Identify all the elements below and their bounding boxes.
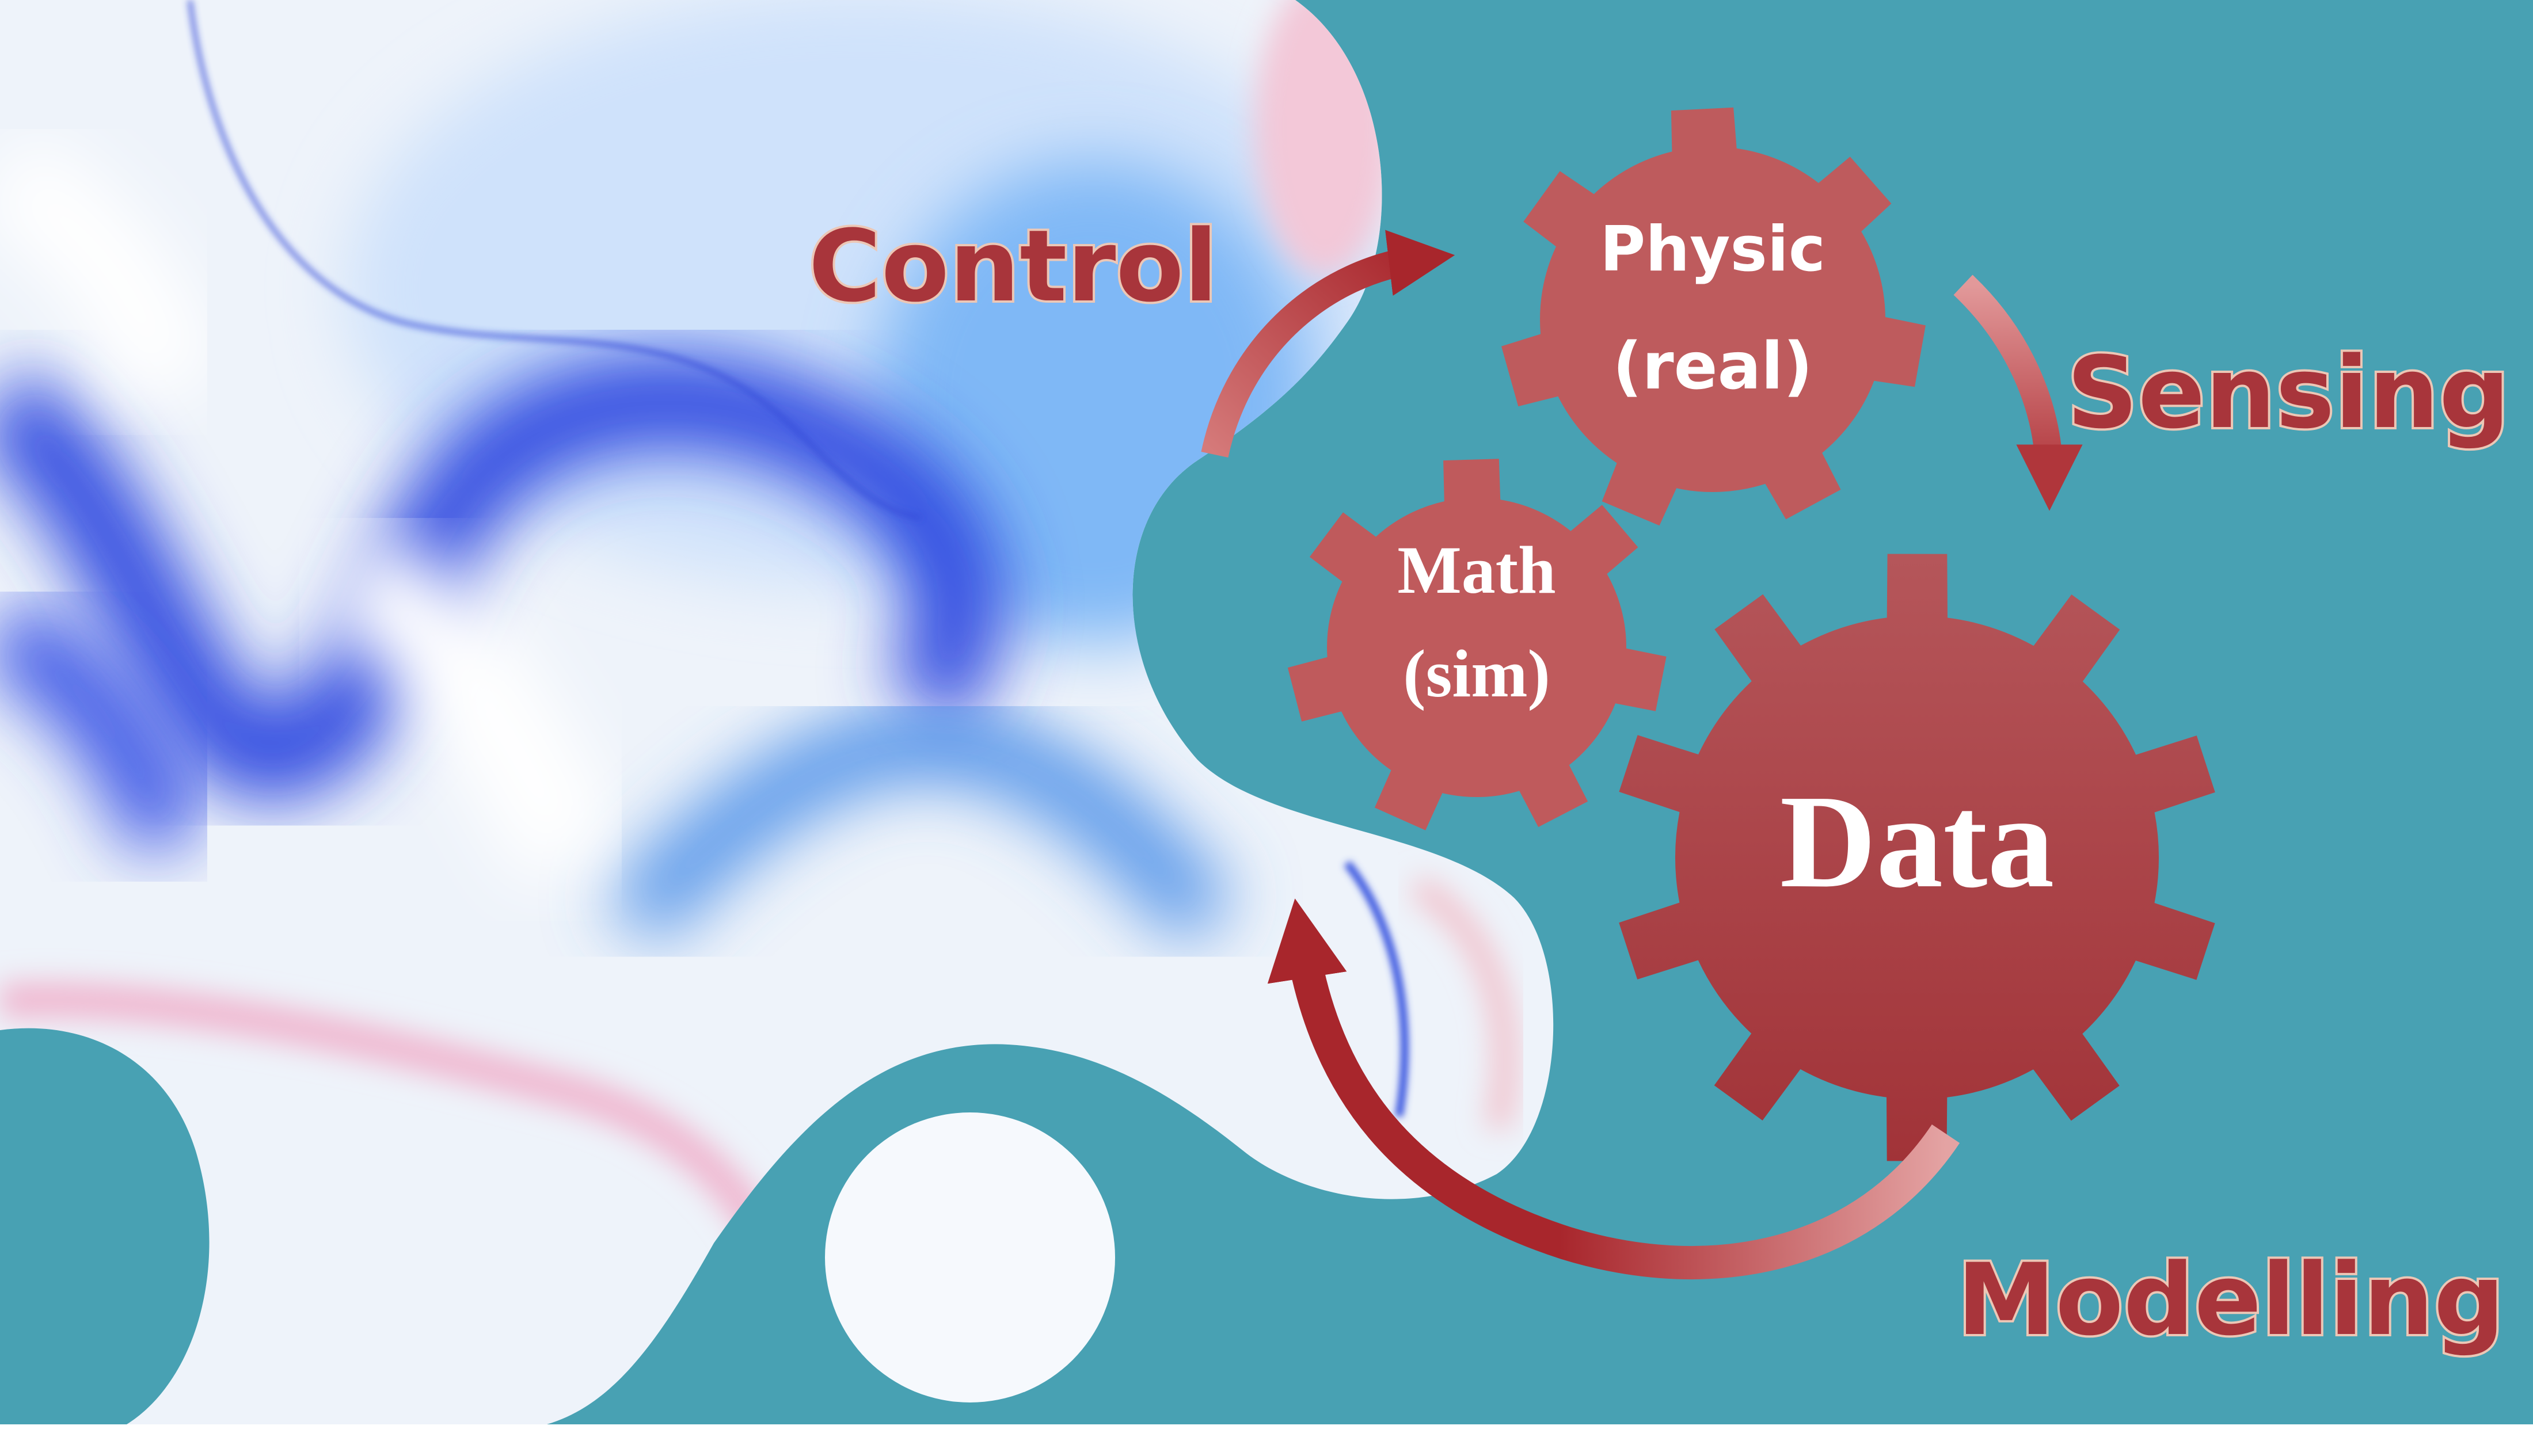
- arrow-sensing: [1953, 275, 2083, 511]
- gear-math-line2: (sim): [1403, 636, 1550, 711]
- arrow-control: [1201, 230, 1455, 458]
- label-modelling: Modelling: [1957, 1242, 2505, 1358]
- gear-data-shape: [1619, 554, 2215, 1161]
- gear-math-line1: Math: [1397, 532, 1555, 608]
- label-sensing: Sensing: [2067, 335, 2510, 451]
- label-control: Control: [808, 208, 1218, 324]
- gear-physic-line1: Physic: [1600, 214, 1825, 285]
- gear-physic-shape: [1501, 107, 1926, 526]
- arrow-modelling: [1267, 898, 1960, 1280]
- gear-physic: Physic (real): [1501, 107, 1926, 526]
- white-circle: [825, 1112, 1115, 1402]
- gear-physic-line2: (real): [1612, 329, 1813, 404]
- gear-data: Data: [1619, 554, 2215, 1161]
- swirl-artwork: [0, 0, 1554, 1424]
- gear-math: Math (sim): [1287, 459, 1667, 830]
- bottom-white-strip: [0, 1424, 2533, 1456]
- gear-math-shape: [1287, 459, 1667, 830]
- gear-data-label: Data: [1780, 768, 2055, 916]
